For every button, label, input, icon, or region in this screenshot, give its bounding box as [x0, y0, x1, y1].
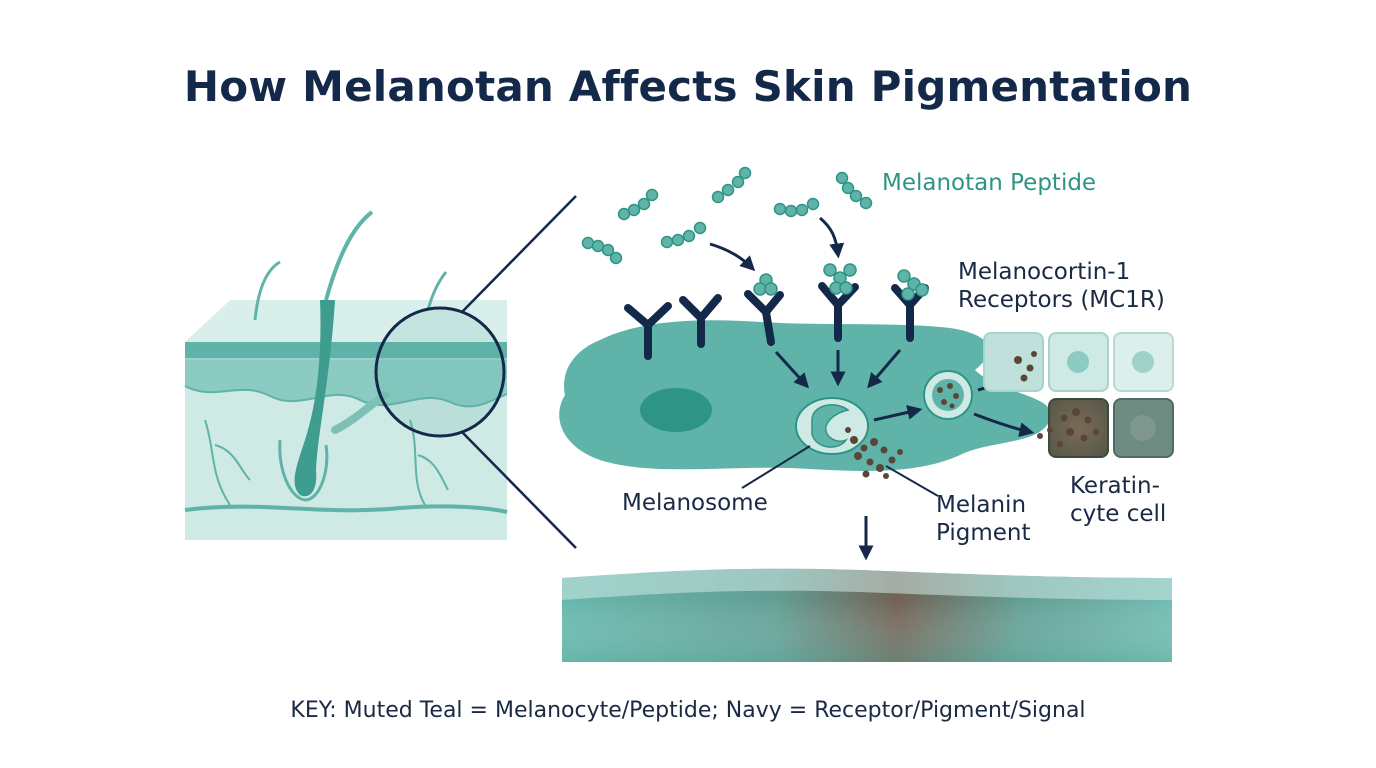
magnifier-circle: [374, 195, 577, 549]
melanin-label-line1: Melanin: [936, 492, 1027, 518]
keratinocyte-cells: [983, 332, 1174, 458]
receptor-label-line1: Melanocortin-1: [958, 259, 1131, 285]
keratinocyte-label-line2: cyte cell: [1070, 501, 1167, 527]
keratinocyte-label-line1: Keratin-: [1070, 473, 1160, 499]
pigment-vesicle: [923, 370, 973, 420]
free-peptides: [581, 166, 873, 265]
page-title: How Melanotan Affects Skin Pigmentation: [183, 62, 1193, 111]
receptor-label-line2: Receptors (MC1R): [958, 287, 1165, 313]
tanned-skin-band: [562, 568, 1172, 662]
cell-nucleus: [640, 388, 712, 432]
skin-cross-section: [184, 210, 508, 540]
peptide-label: Melanotan Peptide: [882, 170, 1097, 196]
mc1r-receptors: [624, 282, 929, 360]
melanin-granules: [845, 427, 903, 479]
label-leaders: [741, 445, 939, 497]
melanosome-label: Melanosome: [622, 490, 768, 516]
bound-peptides: [753, 263, 929, 301]
melanin-label-line2: Pigment: [936, 520, 1031, 546]
color-key: KEY: Muted Teal = Melanocyte/Peptide; Na…: [290, 698, 1086, 723]
melanosome: [795, 397, 869, 455]
melanocyte-cell: [559, 320, 1052, 471]
